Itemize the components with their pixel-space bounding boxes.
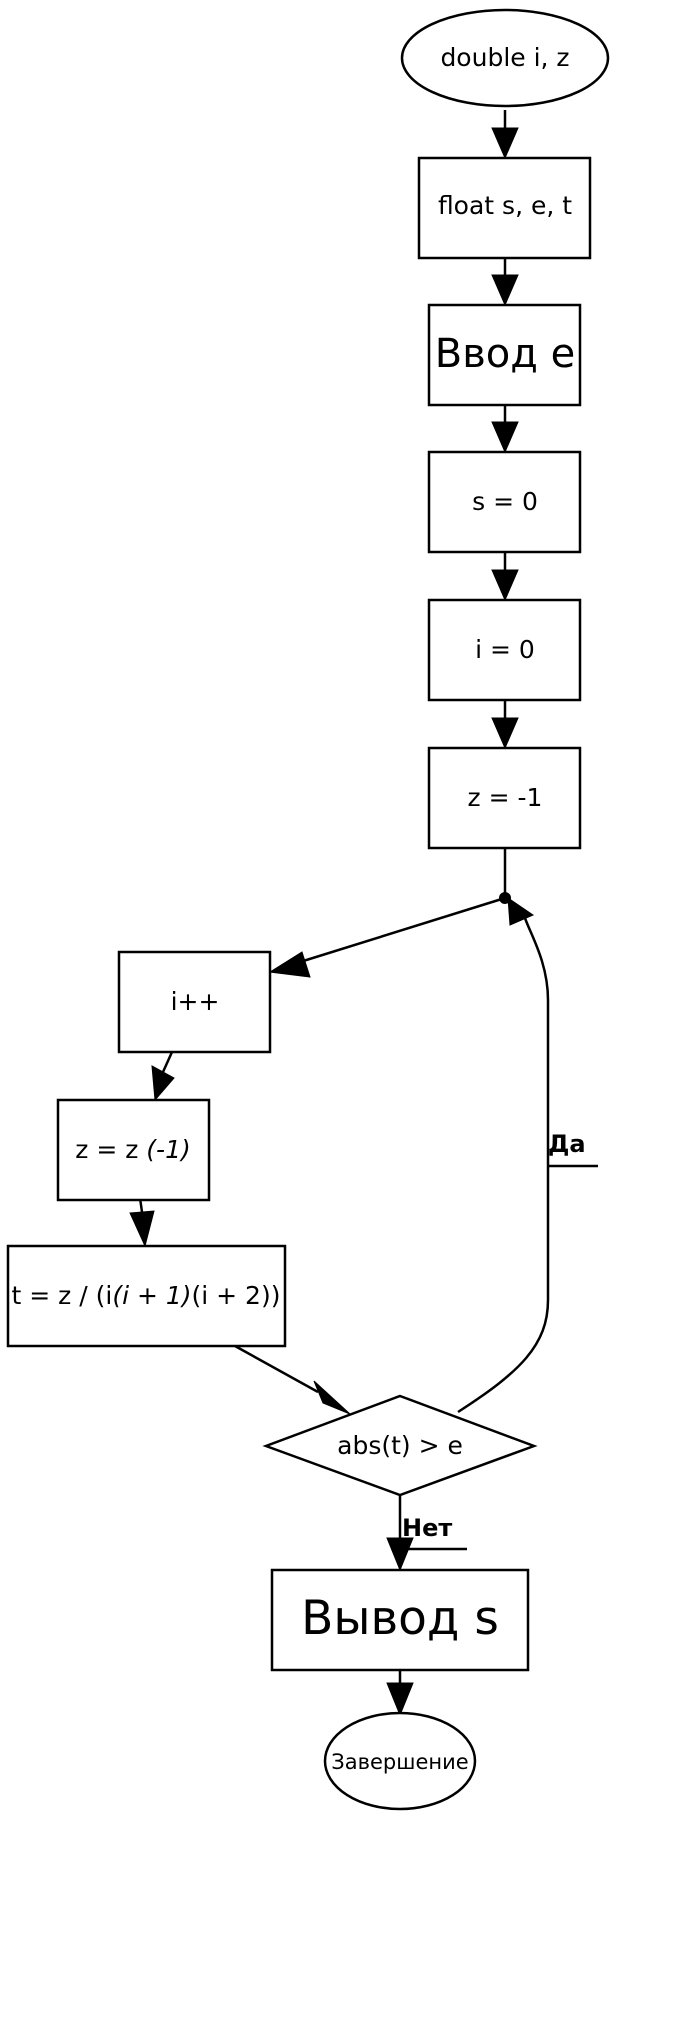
arrow-head bbox=[491, 569, 519, 602]
arrow-head bbox=[491, 717, 519, 750]
node-start: double i, z bbox=[400, 8, 610, 108]
edge-loop-back bbox=[457, 914, 550, 1414]
input-label: Ввод e bbox=[435, 331, 575, 377]
output-label: Вывод s bbox=[301, 1591, 499, 1646]
node-output: Вывод s bbox=[270, 1568, 530, 1672]
edge-junction-increment bbox=[299, 896, 506, 964]
init-z-label: z = -1 bbox=[468, 783, 543, 812]
output-block bbox=[270, 1568, 530, 1672]
sign-z-block bbox=[56, 1098, 211, 1202]
input-block bbox=[427, 303, 582, 407]
init-z-block bbox=[427, 746, 582, 850]
node-sign-z: z = z (-1) bbox=[56, 1098, 211, 1202]
arrow-head bbox=[491, 274, 519, 307]
declare-block bbox=[417, 156, 592, 260]
sign-z-italic-part: (-1) bbox=[146, 1135, 190, 1164]
compute-t-block bbox=[6, 1244, 287, 1348]
increment-block bbox=[117, 950, 272, 1054]
compute-t-text-end: (i + 2)) bbox=[192, 1281, 281, 1310]
arrow-head bbox=[268, 951, 311, 978]
condition-diamond bbox=[262, 1394, 538, 1497]
init-i-block bbox=[427, 598, 582, 702]
node-init-s: s = 0 bbox=[427, 450, 582, 554]
compute-t-label: t = z / (i(i + 1)(i + 2)) bbox=[12, 1281, 281, 1310]
condition-label: abs(t) > e bbox=[337, 1431, 463, 1460]
node-increment: i++ bbox=[117, 950, 272, 1054]
node-declare: float s, e, t bbox=[417, 156, 592, 260]
compute-t-text-part: t = z / (i bbox=[12, 1281, 113, 1310]
increment-label: i++ bbox=[171, 987, 220, 1016]
end-terminal bbox=[323, 1711, 477, 1811]
arrow-head bbox=[151, 1065, 175, 1102]
init-s-label: s = 0 bbox=[472, 487, 538, 516]
no-branch-label: Нет bbox=[402, 1514, 452, 1542]
arrow-head bbox=[129, 1210, 155, 1248]
compute-t-italic-part: (i + 1) bbox=[112, 1281, 191, 1310]
init-i-label: i = 0 bbox=[475, 635, 535, 664]
end-label: Завершение bbox=[331, 1750, 468, 1774]
edge-increment-sign bbox=[161, 1051, 174, 1073]
arrow-head bbox=[507, 897, 535, 926]
arrow-head bbox=[386, 1537, 414, 1572]
edge-compute-condition bbox=[234, 1344, 319, 1394]
connectors bbox=[129, 110, 550, 1717]
node-compute-t: t = z / (i(i + 1)(i + 2)) bbox=[6, 1244, 287, 1348]
arrow-head bbox=[313, 1380, 351, 1415]
node-condition: abs(t) > e bbox=[262, 1394, 538, 1497]
node-end: Завершение bbox=[323, 1711, 477, 1811]
sign-z-label: z = z (-1) bbox=[75, 1135, 190, 1164]
start-terminal bbox=[400, 8, 610, 108]
sign-z-text-part: z = z bbox=[75, 1135, 146, 1164]
start-label: double i, z bbox=[440, 43, 569, 72]
node-input: Ввод e bbox=[427, 303, 582, 407]
declare-label: float s, e, t bbox=[438, 191, 572, 220]
yes-branch-label: Да bbox=[548, 1130, 586, 1158]
arrow-head bbox=[491, 421, 519, 454]
node-init-z: z = -1 bbox=[427, 746, 582, 850]
init-s-block bbox=[427, 450, 582, 554]
node-init-i: i = 0 bbox=[427, 598, 582, 702]
arrow-head bbox=[386, 1682, 414, 1717]
arrow-head bbox=[491, 127, 519, 160]
